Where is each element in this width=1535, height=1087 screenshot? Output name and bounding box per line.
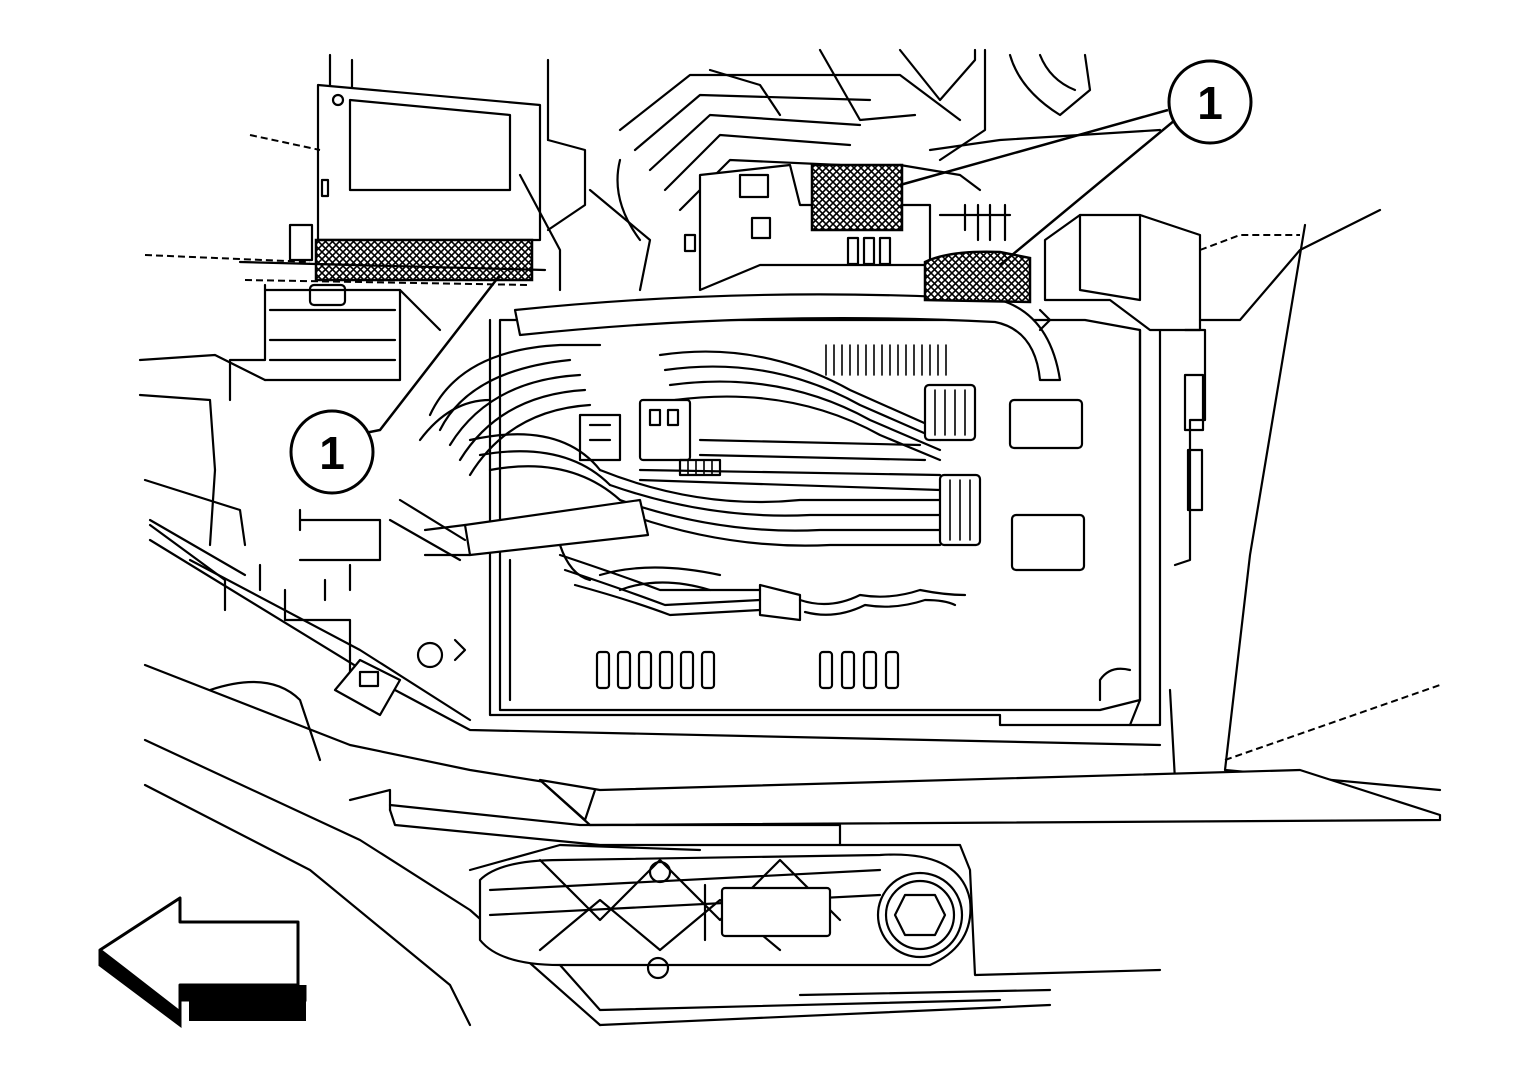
lower-bracket — [388, 768, 1442, 1027]
control-module — [288, 53, 587, 292]
connector-hatched-left — [314, 238, 534, 282]
upper-right-components — [588, 48, 1202, 332]
left-small-connector — [333, 638, 467, 717]
fuse-slots-right — [818, 650, 900, 690]
callout-left-label: 1 — [319, 427, 345, 479]
left-bracket — [138, 283, 442, 682]
arrow-left-icon — [98, 896, 307, 1028]
relay-ridges — [825, 344, 947, 376]
fuse-slots-left — [595, 650, 716, 690]
wiring-harness — [388, 293, 1062, 622]
callout-leader-top-a — [899, 108, 1169, 187]
connector-hatched-right — [923, 250, 1032, 304]
callout-top-right-label: 1 — [1197, 77, 1223, 129]
callout-leader-top-b — [999, 119, 1176, 266]
callout-left: 1 — [289, 409, 375, 495]
connector-hatched-top — [810, 163, 904, 232]
callout-top-right: 1 — [1167, 59, 1253, 145]
